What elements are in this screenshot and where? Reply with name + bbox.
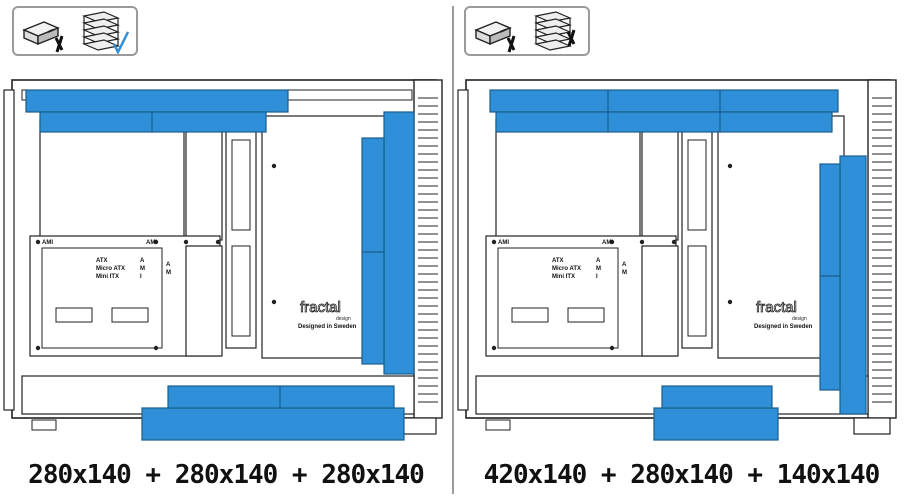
form-factor-micro-atx: Micro ATX [96,266,125,272]
crossed-out-mark-icon [506,35,516,53]
form-code-i: I [140,274,142,280]
mount-tag-right: AMI [146,240,157,246]
front-panel [413,79,443,419]
crossed-out-mark-icon [566,29,576,47]
form-factor-mini-itx: Mini ITX [552,274,575,280]
form-factor-micro-atx: Micro ATX [552,266,581,272]
mount-tag-left: AMI [42,240,53,246]
radiator-front-280 [819,155,867,415]
brand-logo: fractal [300,299,341,316]
drive-cage-icon [22,21,60,46]
radiator-front-280 [361,111,415,375]
config-caption-right: 420x140 + 280x140 + 140x140 [483,460,881,490]
radiator-bottom-280 [141,385,405,441]
drive-cage-icon [474,21,512,46]
case-diagram-left: AMI AMI ATX Micro ATX Mini ITX A M I A M… [3,79,443,441]
brand-tagline: Designed in Sweden [754,324,813,330]
drive-icons-box [12,6,138,56]
rear-io-strip [457,89,469,411]
brand-logo: fractal [756,299,797,316]
panel-divider [452,6,454,494]
radiator-top-280 [25,89,289,133]
drive-tray-stack-icon [81,11,121,51]
radiator-top-420 [489,89,839,133]
form-code-m: M [140,266,145,272]
form-factor-atx: ATX [552,258,564,264]
config-caption-left: 280x140 + 280x140 + 280x140 [28,460,425,490]
config-panel-right: AMI AMI ATX Micro ATX Mini ITX A M I A M… [456,0,907,497]
side-code-m: M [622,270,627,276]
crossed-out-mark-icon [54,35,64,53]
front-panel [867,79,897,419]
brand-sub: design [336,316,351,322]
side-code-m: M [166,270,171,276]
form-code-m: M [596,266,601,272]
side-code-a: A [166,262,171,268]
mount-tag-left: AMI [498,240,509,246]
form-factor-mini-itx: Mini ITX [96,274,119,280]
config-panel-left: AMI AMI ATX Micro ATX Mini ITX A M I A M… [0,0,452,497]
mount-tag-right: AMI [602,240,613,246]
check-mark-icon [112,31,130,54]
radiator-bottom-140 [653,385,779,441]
brand-sub: design [792,316,807,322]
form-code-a: A [596,258,601,264]
drive-tray-stack-icon [533,11,573,51]
form-factor-atx: ATX [96,258,108,264]
drive-icons-box [464,6,590,56]
form-code-i: I [596,274,598,280]
brand-tagline: Designed in Sweden [298,324,357,330]
rear-io-strip [3,89,15,411]
case-diagram-right: AMI AMI ATX Micro ATX Mini ITX A M I A M… [457,79,897,441]
side-code-a: A [622,262,627,268]
form-code-a: A [140,258,145,264]
